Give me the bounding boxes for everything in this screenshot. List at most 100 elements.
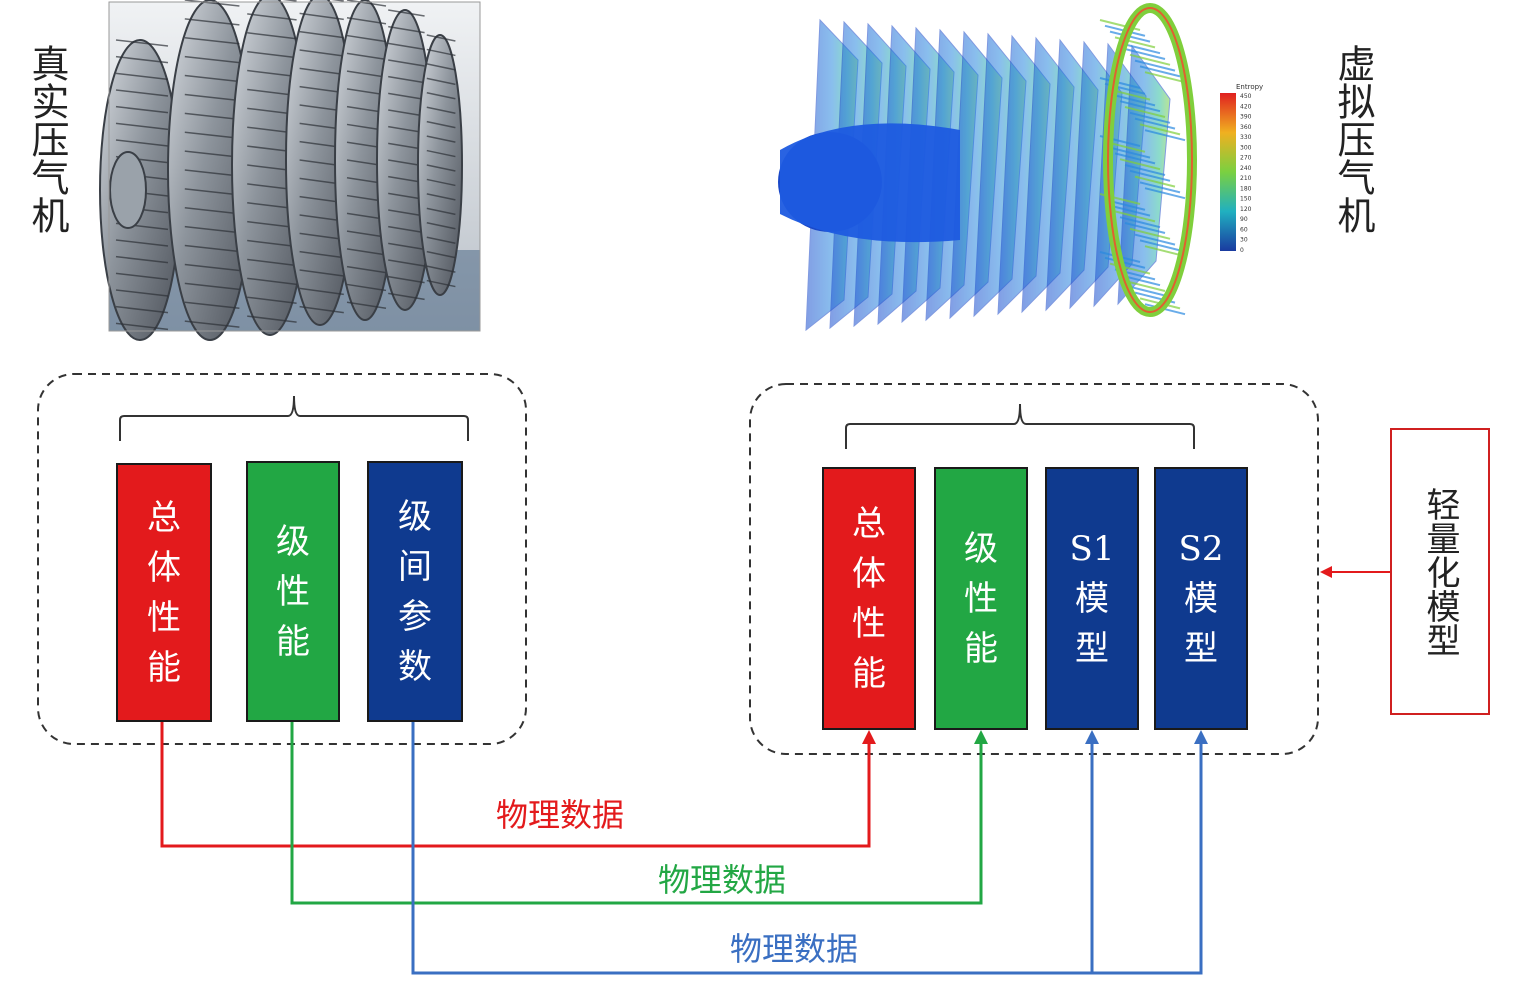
virtual-box-s2-model-label: S2 模 型 [1178, 528, 1224, 669]
virtual-stator-blade [1119, 158, 1161, 171]
virtual-stator-blade [1124, 106, 1166, 118]
flow-line-2 [411, 722, 1203, 975]
virtual-stator-blade [1134, 175, 1176, 188]
virtual-stator-blade [1134, 233, 1176, 246]
compressor-blade [247, 315, 297, 323]
compressor-blade [346, 70, 387, 78]
compressor-blade [115, 255, 169, 264]
compressor-blade [346, 17, 387, 25]
compressor-blade [184, 37, 240, 45]
legend-tick: 180 [1240, 185, 1252, 192]
compressor-blade [388, 75, 425, 84]
compressor-blade [346, 230, 387, 238]
legend-tick: 150 [1240, 196, 1252, 203]
flow-label-green: 物理数据 [658, 861, 787, 899]
compressor-blade [426, 236, 456, 244]
compressor-blade [184, 301, 240, 309]
virtual-compressor-title: 虚拟压气机 [1331, 44, 1375, 234]
virtual-stator-blade [1134, 59, 1176, 72]
compressor-blade [184, 131, 240, 139]
compressor-blade [247, 69, 297, 78]
compressor-blade [388, 292, 425, 301]
compressor-blade [184, 244, 240, 253]
virtual-group-border [749, 383, 1319, 755]
virtual-stator-blade [1134, 117, 1176, 130]
compressor-blade [426, 149, 456, 158]
compressor-blade [388, 42, 425, 51]
virtual-stator-blade [1114, 210, 1156, 223]
virtual-stator-blade [1114, 94, 1156, 107]
compressor-blade [184, 74, 240, 83]
flow-arrowhead-0 [862, 730, 876, 744]
compressor-blade [184, 169, 240, 177]
virtual-stator-blade [1139, 181, 1181, 194]
compressor-blade [426, 178, 456, 187]
virtual-stator-blade [1129, 111, 1171, 124]
compressor-blade [184, 282, 240, 291]
real-box-stage-performance: 级 性 能 [246, 461, 340, 722]
flow-line-0 [160, 722, 871, 848]
legend-tick: 240 [1240, 165, 1252, 172]
compressor-blade [184, 188, 240, 196]
legend-tick: 90 [1240, 216, 1248, 223]
compressor-blade [115, 139, 169, 147]
real-box-overall-performance-label: 总 体 性 能 [147, 497, 181, 688]
real-box-overall-performance: 总 体 性 能 [116, 463, 212, 722]
virtual-stator-blade [1114, 152, 1156, 165]
virtual-box-stage-performance: 级 性 能 [934, 467, 1028, 730]
legend-tick: 450 [1240, 93, 1252, 100]
compressor-blade [115, 272, 169, 281]
virtual-box-overall-performance: 总 体 性 能 [822, 467, 916, 730]
compressor-blade [346, 283, 387, 292]
virtual-brace [845, 403, 1195, 449]
compressor-blade [388, 242, 425, 251]
compressor-blade [115, 239, 169, 247]
svg-text:Entropy: Entropy [1236, 83, 1263, 91]
entropy-colorbar: Entropy 45042039036033030027024021018015… [1220, 83, 1263, 254]
real-box-interstage-parameters-label: 级 间 参 数 [398, 496, 432, 687]
flow-label-blue: 物理数据 [730, 930, 859, 968]
compressor-blade [247, 50, 297, 59]
compressor-blade [388, 92, 425, 101]
compressor-blade [426, 193, 456, 201]
compressor-blade [299, 305, 344, 314]
compressor-blade [247, 13, 297, 21]
lightweight-model-box: 轻量化模型 [1390, 428, 1490, 715]
flow-arrowhead-1 [974, 730, 988, 744]
virtual-stator-blade [1119, 100, 1161, 113]
virtual-box-s2-model: S2 模 型 [1154, 467, 1248, 730]
compressor-blade [184, 93, 240, 102]
compressor-blade [426, 207, 456, 216]
compressor-blade [426, 279, 456, 288]
compressor-blade [426, 135, 456, 143]
compressor-blade [299, 30, 344, 39]
real-box-stage-performance-label: 级 性 能 [276, 521, 310, 662]
legend-tick: 30 [1240, 237, 1248, 244]
virtual-stator-blade [1139, 239, 1181, 252]
compressor-blade [184, 320, 240, 328]
compressor-blade [388, 25, 425, 34]
virtual-stator-blade [1109, 204, 1151, 217]
compressor-blade [346, 34, 387, 43]
real-brace [119, 395, 469, 441]
compressor-blade [115, 122, 169, 131]
compressor-blade [184, 55, 240, 64]
compressor-blade [184, 112, 240, 121]
virtual-stator-blade [1124, 280, 1166, 292]
virtual-stator-blade [1099, 77, 1141, 89]
virtual-stator-blade [1124, 48, 1166, 60]
legend-tick: 360 [1240, 124, 1252, 131]
legend-tick: 120 [1240, 206, 1252, 213]
compressor-blade [299, 269, 344, 277]
virtual-box-s1-model: S1 模 型 [1045, 467, 1139, 730]
compressor-blade [426, 120, 456, 129]
flow-lines [160, 722, 1208, 975]
compressor-blade [426, 63, 456, 71]
compressor-blade [426, 92, 456, 100]
virtual-stator-blade [1104, 256, 1146, 269]
virtual-stator-blade [1139, 65, 1181, 78]
compressor-blade [426, 222, 456, 230]
compressor-blade [388, 9, 425, 17]
compressor-blade [299, 67, 344, 76]
virtual-stator-blade [1124, 222, 1166, 234]
